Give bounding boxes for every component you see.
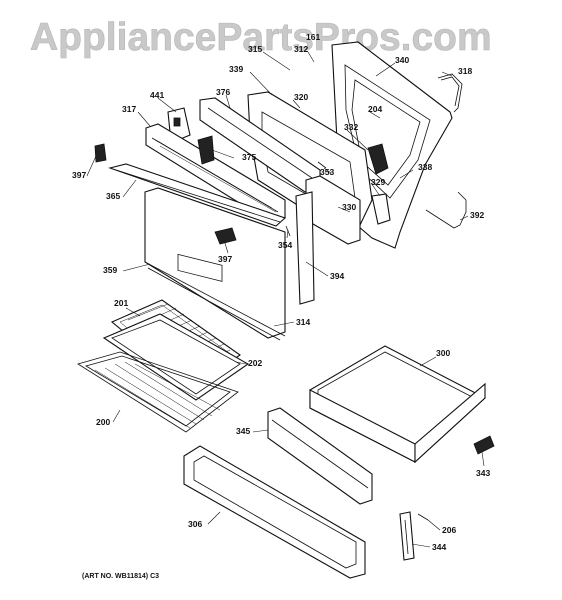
part-332-hinge-bracket bbox=[367, 143, 389, 175]
callout-318: 318 bbox=[458, 66, 472, 76]
callout-315: 315 bbox=[248, 44, 262, 54]
part-353-screw bbox=[317, 161, 327, 169]
part-314-door-bottom-trim bbox=[144, 261, 286, 341]
callout-202: 202 bbox=[248, 358, 262, 368]
callout-344: 344 bbox=[432, 542, 446, 552]
callout-339: 339 bbox=[229, 64, 243, 74]
part-200-oven-rack bbox=[77, 351, 239, 433]
callout-314: 314 bbox=[296, 317, 310, 327]
callout-392: 392 bbox=[470, 210, 484, 220]
callout-330: 330 bbox=[342, 202, 356, 212]
callout-365: 365 bbox=[106, 191, 120, 201]
callout-labels: 315 312 161 339 340 318 441 376 320 204 … bbox=[72, 32, 490, 552]
part-345-drawer-panel bbox=[267, 407, 373, 505]
callout-394: 394 bbox=[330, 271, 344, 281]
callout-353: 353 bbox=[320, 167, 334, 177]
callout-340: 340 bbox=[395, 55, 409, 65]
callout-376: 376 bbox=[216, 87, 230, 97]
art-number: (ART NO. WB11814) C3 bbox=[82, 573, 159, 580]
part-202-broiler-pan bbox=[102, 313, 250, 401]
watermark: AppliancePartsPros.com bbox=[30, 16, 492, 59]
callout-359: 359 bbox=[103, 265, 117, 275]
part-392-gasket bbox=[425, 191, 467, 229]
part-394-hinge-support bbox=[295, 191, 315, 305]
callout-320: 320 bbox=[294, 92, 308, 102]
callout-338: 338 bbox=[418, 162, 432, 172]
part-306-drawer-front bbox=[183, 445, 366, 579]
callout-354: 354 bbox=[278, 240, 292, 250]
part-397-clip-upper bbox=[94, 143, 107, 163]
part-343-drawer-glide bbox=[473, 435, 495, 455]
part-375-hinge bbox=[197, 135, 215, 165]
callout-441: 441 bbox=[150, 90, 164, 100]
callout-329: 329 bbox=[371, 177, 385, 187]
part-344-drawer-slide bbox=[399, 511, 415, 561]
callout-206: 206 bbox=[442, 525, 456, 535]
part-206-screw bbox=[417, 513, 429, 521]
part-365-door-handle bbox=[108, 163, 287, 227]
part-329-hinge-part bbox=[371, 193, 391, 225]
callout-204: 204 bbox=[368, 104, 382, 114]
leader-lines bbox=[86, 51, 485, 548]
part-441-bracket bbox=[167, 107, 191, 141]
callout-375: 375 bbox=[242, 152, 256, 162]
part-318-gasket bbox=[437, 73, 463, 113]
callout-343: 343 bbox=[476, 468, 490, 478]
callout-317: 317 bbox=[122, 104, 136, 114]
callout-201: 201 bbox=[114, 298, 128, 308]
callout-397-lower: 397 bbox=[218, 254, 232, 264]
callout-300: 300 bbox=[436, 348, 450, 358]
callout-306: 306 bbox=[188, 519, 202, 529]
callout-332: 332 bbox=[344, 122, 358, 132]
part-300-storage-drawer bbox=[309, 345, 486, 464]
callout-161: 161 bbox=[306, 32, 320, 42]
callout-312: 312 bbox=[294, 44, 308, 54]
callout-345: 345 bbox=[236, 426, 250, 436]
callout-200: 200 bbox=[96, 417, 110, 427]
callout-397-upper: 397 bbox=[72, 170, 86, 180]
